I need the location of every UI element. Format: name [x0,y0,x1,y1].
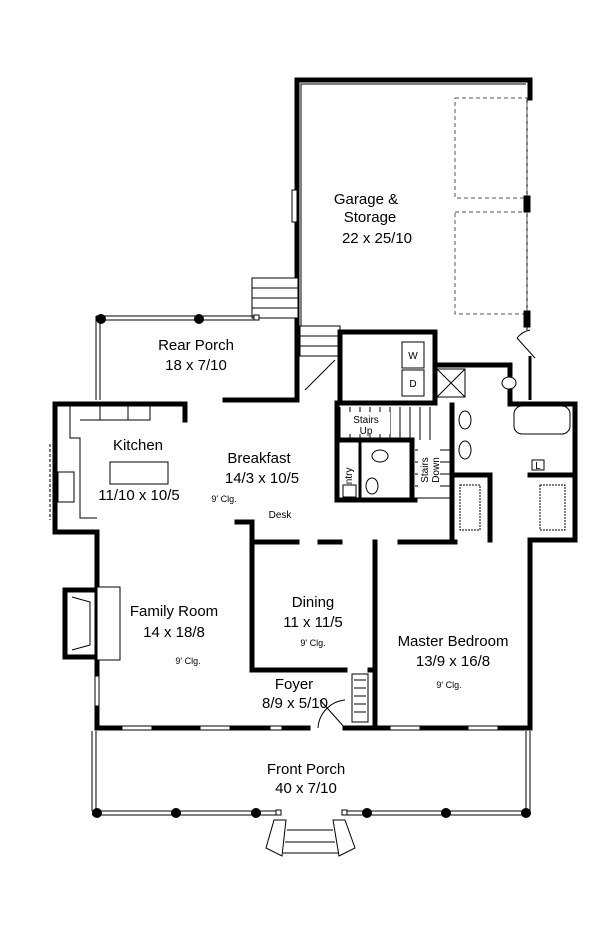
dining-name: Dining [292,594,335,611]
front-windows [94,675,499,731]
family-room-ceiling: 9' Clg. [175,656,200,666]
breakfast-name: Breakfast [227,450,291,467]
kitchen-counters [49,404,169,520]
breakfast-dims: 14/3 x 10/5 [225,470,299,487]
kitchen-dims: 11/10 x 10/5 [98,487,179,504]
bathtub [513,405,571,435]
rear-porch-dims: 18 x 7/10 [165,357,227,374]
master-bedroom-ceiling: 9' Clg. [436,680,461,690]
laundry-door [304,359,336,391]
sink [57,471,75,503]
stairs-up-label-1: Stairs [353,415,379,426]
kitchen-name: Kitchen [113,437,163,454]
dining-dims: 11 x 11/5 [283,614,343,631]
master-toilet [501,376,517,390]
washer [401,341,425,369]
foyer-dims: 8/9 x 5/10 [262,695,328,712]
pantry-powder: Pantry [342,440,389,500]
breakfast-ceiling: 9' Clg. [211,494,236,504]
master-bedroom-dims: 13/9 x 16/8 [416,653,490,670]
family-room-dims: 14 x 18/8 [143,624,205,641]
vanity-sink-1 [458,410,472,430]
dining-ceiling: 9' Clg. [300,638,325,648]
washer-label: W [408,351,418,362]
laundry: W D [304,341,425,397]
stairs-up: Stairs Up [339,407,431,440]
stairs-down: Stairs Down [415,448,450,499]
stairs-up-label-2: Up [360,426,373,437]
garage-name-1: Garage & [334,191,398,208]
desk-label: Desk [269,510,293,521]
master-bath: L [436,368,578,543]
stairs-down-label-1: Stairs [420,457,431,483]
garage-bay-1 [454,97,528,199]
linen-closet [531,459,545,471]
stairs-down-label-2: Down [431,457,442,483]
garage-window [291,189,298,223]
garage-dims: 22 x 25/10 [342,230,412,247]
cooktop [99,405,129,421]
front-porch-name: Front Porch [267,761,345,778]
garage-bay-2 [454,211,528,315]
house-walls [52,329,578,731]
garage-name-2: Storage [344,209,397,226]
powder-sink [365,477,379,495]
master-bedroom-name: Master Bedroom [398,633,509,650]
family-room-name: Family Room [130,603,218,620]
rear-porch [95,314,300,403]
linen-label: L [535,461,541,472]
pantry-label: Pantry [344,468,355,497]
rear-porch-name: Rear Porch [158,337,234,354]
foyer-closet [317,673,369,729]
coat-closet [351,673,369,723]
fireplace [62,586,121,661]
toilet [371,449,389,463]
kitchen-island [109,461,169,485]
dryer-label: D [409,379,416,390]
garage-steps-2 [299,325,341,357]
front-door-swing [317,699,346,729]
garage [251,77,536,400]
foyer-name: Foyer [275,676,313,693]
front-porch-dims: 40 x 7/10 [275,780,337,797]
dryer [401,369,425,397]
front-porch [91,731,531,857]
vanity-sink-2 [458,440,472,460]
